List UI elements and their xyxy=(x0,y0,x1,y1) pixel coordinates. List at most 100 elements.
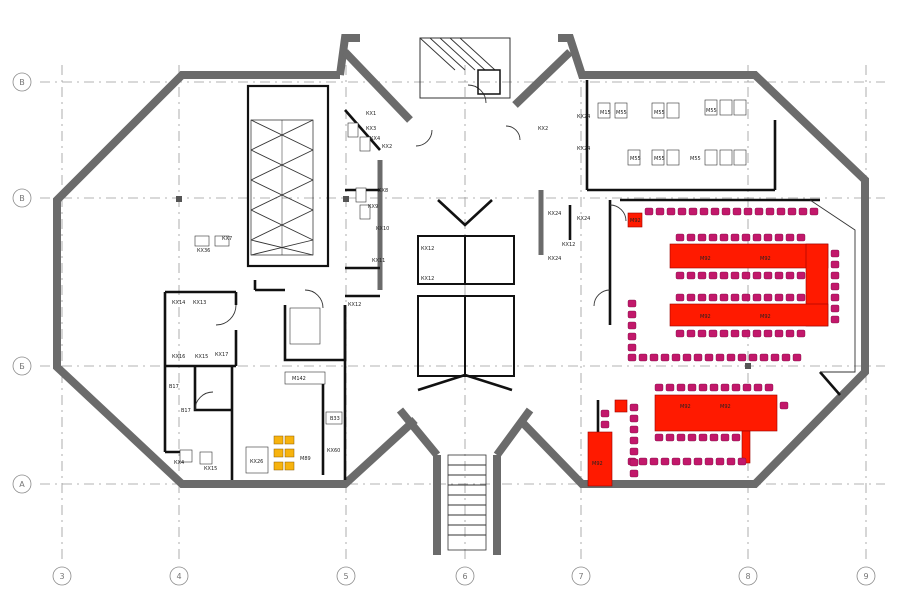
chair xyxy=(704,353,714,362)
chair xyxy=(830,315,840,324)
chair xyxy=(686,271,696,280)
axis-label: А xyxy=(19,480,25,489)
room-tag: М15 xyxy=(600,110,611,116)
chair xyxy=(770,353,780,362)
room-tag: М92 xyxy=(700,314,711,320)
room-tag: КХ15 xyxy=(204,466,217,472)
chair xyxy=(796,233,806,242)
chair xyxy=(752,293,762,302)
chair xyxy=(629,414,639,423)
chair xyxy=(742,383,752,392)
room-tag: КХ15 xyxy=(195,354,208,360)
chair xyxy=(785,233,795,242)
axis-marker-horizontal: А xyxy=(12,474,32,494)
axis-marker-vertical: 9 xyxy=(856,566,876,586)
room-tag: М89 xyxy=(300,456,311,462)
chair xyxy=(796,329,806,338)
chair xyxy=(627,343,637,352)
chair xyxy=(737,353,747,362)
chair xyxy=(796,271,806,280)
room-tag: В17 xyxy=(181,408,191,414)
chair xyxy=(682,353,692,362)
chair xyxy=(809,207,819,216)
room-tag: В33 xyxy=(330,416,340,422)
room-tag: М92 xyxy=(760,256,771,262)
chair xyxy=(719,329,729,338)
chair xyxy=(708,233,718,242)
chair xyxy=(741,271,751,280)
columns xyxy=(176,196,751,369)
chair xyxy=(649,457,659,466)
chair xyxy=(629,425,639,434)
room-tag: М92 xyxy=(700,256,711,262)
chair xyxy=(737,457,747,466)
chair xyxy=(759,353,769,362)
room-tag: М55 xyxy=(630,156,641,162)
axis-marker-vertical: 3 xyxy=(52,566,72,586)
chair xyxy=(676,383,686,392)
chair xyxy=(753,383,763,392)
chair xyxy=(688,207,698,216)
chair xyxy=(785,271,795,280)
chair xyxy=(675,293,685,302)
chair xyxy=(638,457,648,466)
chair xyxy=(730,293,740,302)
axis-marker-vertical: 5 xyxy=(336,566,356,586)
chair xyxy=(629,469,639,478)
chair xyxy=(697,233,707,242)
chair xyxy=(710,207,720,216)
chair xyxy=(629,403,639,412)
chair xyxy=(660,457,670,466)
room-tag: КХ1 xyxy=(366,111,376,117)
axis-marker-horizontal: В xyxy=(12,188,32,208)
axis-marker-horizontal: Б xyxy=(12,356,32,376)
chair xyxy=(764,383,774,392)
chair xyxy=(785,329,795,338)
axis-marker-horizontal: В xyxy=(12,72,32,92)
chair xyxy=(754,207,764,216)
chair xyxy=(763,271,773,280)
room-tag: М142 xyxy=(292,376,306,382)
chair xyxy=(644,207,654,216)
chair xyxy=(726,353,736,362)
chair xyxy=(654,433,664,442)
chair xyxy=(699,207,709,216)
room-tag: М55 xyxy=(654,110,665,116)
chair xyxy=(708,329,718,338)
room-tag: КХ13 xyxy=(193,300,206,306)
chair xyxy=(715,457,725,466)
room-tag: КХ9 xyxy=(368,204,378,210)
chair xyxy=(666,207,676,216)
chair xyxy=(649,353,659,362)
axis-label: 8 xyxy=(745,572,750,581)
chair xyxy=(752,329,762,338)
axis-label: 6 xyxy=(462,572,467,581)
chair xyxy=(830,304,840,313)
chair xyxy=(671,353,681,362)
chair xyxy=(743,207,753,216)
chair xyxy=(709,383,719,392)
chair xyxy=(730,329,740,338)
chair xyxy=(720,433,730,442)
chair xyxy=(687,433,697,442)
chair xyxy=(697,329,707,338)
chair xyxy=(686,233,696,242)
room-tag: КХ24 xyxy=(577,216,590,222)
chair xyxy=(787,207,797,216)
chair xyxy=(796,293,806,302)
chair xyxy=(730,233,740,242)
chair xyxy=(719,293,729,302)
room-tag: М55 xyxy=(616,110,627,116)
room-tag: КХ7 xyxy=(222,236,232,242)
chair xyxy=(654,383,664,392)
room-tag: КХ2 xyxy=(382,144,392,150)
grid-axis-markers: В В Б А 3 4 5 6 7 8 9 xyxy=(12,72,876,586)
room-tag: КХ24 xyxy=(577,146,590,152)
axis-marker-vertical: 8 xyxy=(738,566,758,586)
chair xyxy=(830,293,840,302)
axis-marker-vertical: 4 xyxy=(169,566,189,586)
chair xyxy=(721,207,731,216)
room-tag: М92 xyxy=(630,218,641,224)
chair xyxy=(629,458,639,467)
